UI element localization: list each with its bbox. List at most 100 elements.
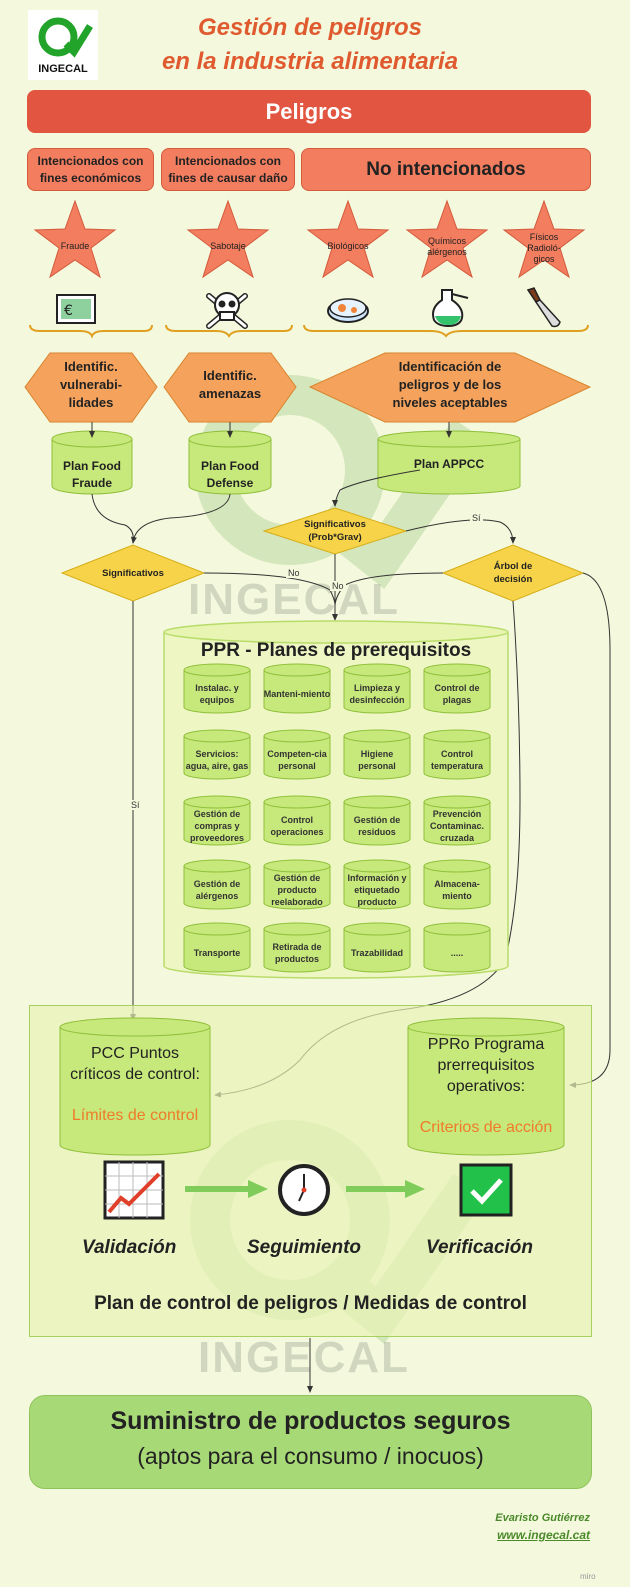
- logo: INGECAL: [28, 10, 98, 80]
- star-fisicos-label: Físicos Radioló-gicos: [527, 232, 561, 264]
- author-name: Evaristo Gutiérrez: [495, 1512, 590, 1524]
- ppro-cylinder: [407, 1017, 565, 1156]
- ppro-subtitle: Criterios de acción: [419, 1119, 553, 1136]
- category-no-intencionados: No intencionados: [301, 148, 591, 191]
- ppr-item: Servicios: agua, aire, gas: [185, 749, 249, 771]
- control-plan-label: Plan de control de peligros / Medidas de…: [94, 1293, 527, 1314]
- ppr-item-cylinder: [343, 859, 411, 910]
- star-fraude-label: Fraude: [60, 241, 90, 251]
- clock-seguimiento-icon: [278, 1164, 330, 1216]
- ppr-item: Retirada de productos: [272, 942, 322, 964]
- logo-mark-icon: [38, 17, 93, 58]
- final-box: [29, 1395, 592, 1489]
- star-quimicos-label: Químicos alérgenos: [427, 236, 467, 257]
- hex-vulnerabilidades: Identific. vulnerabi-lidades: [59, 359, 123, 410]
- ppr-item: Control de plagas: [434, 683, 480, 705]
- final-line2: (aptos para el consumo / inocuos): [137, 1443, 484, 1469]
- diamond-significativos: Significativos: [102, 568, 164, 579]
- category-economicos: Intencionados con fines económicos: [27, 148, 154, 191]
- hex-amenazas: Identific. amenazas: [198, 368, 262, 401]
- ppr-item: Control operaciones: [270, 815, 324, 837]
- peligros-header: Peligros: [27, 90, 591, 133]
- ppr-item-cylinder: [183, 859, 251, 910]
- author-web[interactable]: www.ingecal.cat: [497, 1528, 590, 1542]
- ppr-item: Manteni-miento: [263, 689, 331, 699]
- ppr-item-cylinder: [343, 922, 411, 973]
- edge-label-no-2: No: [330, 581, 346, 591]
- ppr-item-cylinder: [263, 859, 331, 910]
- chart-validation-icon: [103, 1160, 165, 1220]
- ppr-item-cylinder: [263, 729, 331, 780]
- pcc-subtitle: Límites de control: [71, 1107, 199, 1124]
- ppr-item: Gestión de producto reelaborado: [271, 873, 323, 907]
- plan-food-fraude: Plan Food Fraude: [63, 459, 121, 490]
- flask-icon: [432, 289, 469, 328]
- pcc-cylinder: [59, 1017, 211, 1156]
- skull-crossbones-icon: [206, 292, 248, 329]
- ppr-item: Almacena-miento: [434, 879, 480, 901]
- ppr-item-cylinder: [343, 663, 411, 714]
- stage-validacion: Validación: [82, 1237, 177, 1258]
- plan-food-defense: Plan Food Defense: [201, 459, 259, 490]
- ppr-item: .....: [450, 948, 464, 958]
- money-screen-icon: €: [56, 294, 96, 324]
- stage-verificacion: Verificación: [426, 1237, 534, 1258]
- page-title-line2: en la industria alimentaria: [161, 48, 459, 75]
- star-sabotaje-label: Sabotaje: [210, 241, 246, 251]
- diamonds-layer: [60, 507, 585, 602]
- ppr-item-cylinder: [183, 795, 251, 846]
- edge-label-no-1: No: [286, 568, 302, 578]
- ppr-item-cylinder: [423, 663, 491, 714]
- ppr-title: PPR - Planes de prerequisitos: [200, 640, 472, 661]
- ppr-item: Prevención Contaminac. cruzada: [429, 809, 484, 843]
- ppr-item: Instalac. y equipos: [195, 683, 239, 705]
- ppr-item: Información y etiquetado producto: [347, 873, 407, 907]
- ppr-item-cylinder: [343, 795, 411, 846]
- diamond-arbol-decision: Árbol de decisión: [493, 561, 533, 585]
- category-dano-label: Intencionados con fines de causar daño: [168, 153, 288, 185]
- miro-label: miro: [580, 1572, 596, 1581]
- edge-label-si: Sí: [470, 513, 483, 523]
- svg-text:€: €: [64, 303, 73, 319]
- ppr-item-cylinder: [183, 663, 251, 714]
- ppr-item-cylinder: [423, 922, 491, 973]
- ppr-item-cylinder: [423, 729, 491, 780]
- ppr-item-cylinder: [263, 922, 331, 973]
- ppr-item-cylinder: [263, 795, 331, 846]
- category-economicos-label: Intencionados con fines económicos: [37, 153, 144, 185]
- ppr-item: Gestión de residuos: [353, 815, 401, 837]
- logo-text: INGECAL: [38, 63, 88, 75]
- edge-label-si-2: Sí: [129, 800, 142, 810]
- ppr-item-cylinder: [183, 922, 251, 973]
- ppr-item: Competen-cia personal: [267, 749, 327, 771]
- knife-icon: [526, 287, 561, 328]
- pcc-title: PCC Puntos críticos de control:: [70, 1045, 200, 1083]
- category-no-intencionados-label: No intencionados: [366, 158, 526, 180]
- stage-seguimiento: Seguimiento: [247, 1237, 362, 1258]
- peligros-header-text: Peligros: [265, 98, 353, 124]
- ppr-item: Gestión de compras y proveedores: [189, 809, 245, 843]
- ppr-item: Control temperatura: [430, 749, 484, 771]
- hex-identificacion: Identificación de peligros y de los nive…: [392, 359, 508, 410]
- watermark-text-2: INGECAL: [198, 1333, 410, 1382]
- ppr-item-cylinder: [183, 729, 251, 780]
- star-biologicos-label: Biológicos: [327, 241, 369, 251]
- ppr-item-cylinder: [423, 859, 491, 910]
- diamond-significativos-pg: Significativos (Prob*Grav): [304, 519, 366, 543]
- brace-lines: [29, 324, 589, 339]
- ppr-item-cylinder: [263, 663, 331, 714]
- hexagons-layer: [24, 352, 592, 423]
- category-dano: Intencionados con fines de causar daño: [161, 148, 295, 191]
- ppr-item: Limpieza y desinfección: [349, 683, 405, 705]
- check-verificacion-icon: [459, 1163, 513, 1217]
- ppr-item: Trazabilidad: [350, 948, 403, 958]
- ppr-item: Gestión de alérgenos: [193, 879, 241, 901]
- ppr-item: Transporte: [193, 948, 241, 958]
- watermark-text-1: INGECAL: [188, 575, 400, 624]
- plan-appcc: Plan APPCC: [413, 457, 485, 471]
- final-line1: Suministro de productos seguros: [110, 1407, 511, 1435]
- petri-dish-icon: [327, 298, 369, 323]
- stage-arrows: [185, 1180, 425, 1198]
- page-title-line1: Gestión de peligros: [197, 14, 423, 41]
